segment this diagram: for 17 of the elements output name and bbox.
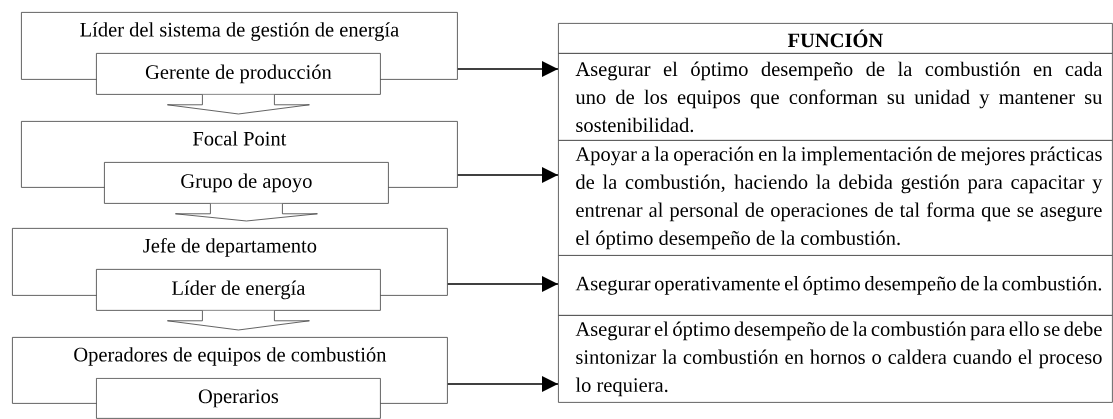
- function-cell: Asegurar el óptimo desempeño de la combustión en cada uno de los equipos que conforman su unidad y mantener su sostenibilidad.: [558, 53, 1113, 141]
- arrow: [457, 61, 559, 77]
- arrow: [447, 376, 559, 392]
- arrow: [457, 167, 559, 183]
- node-label: Asegurar operativamente el óptimo desempeño de la combustión.: [575, 276, 1102, 295]
- function-cell: Apoyar a la operación en la implementación de mejores prácticas de la combustión, haciendo la debida gestión para capacitar y entrenar al personal de operaciones de tal forma que se asegure el óptimo desempeño de la combustión.: [558, 140, 1113, 256]
- block-arrow: [167, 310, 310, 331]
- function-cell: Asegurar el óptimo desempeño de la combustión para ello se debe sintonizar la combustión en hornos o caldera cuando el proceso lo requiera.: [558, 315, 1113, 403]
- arrow: [447, 276, 559, 292]
- sub-role-box: Líder de energía: [96, 269, 381, 311]
- block-arrow: [175, 203, 318, 222]
- block-arrow: [167, 94, 310, 115]
- table-header-cell: FUNCIÓN: [558, 23, 1113, 54]
- sub-role-box: Operarios: [96, 378, 381, 419]
- function-cell: Asegurar operativamente el óptimo desempeño de la combustión.: [558, 255, 1113, 316]
- sub-role-box: Grupo de apoyo: [104, 162, 389, 204]
- sub-role-box: Gerente de producción: [96, 53, 381, 95]
